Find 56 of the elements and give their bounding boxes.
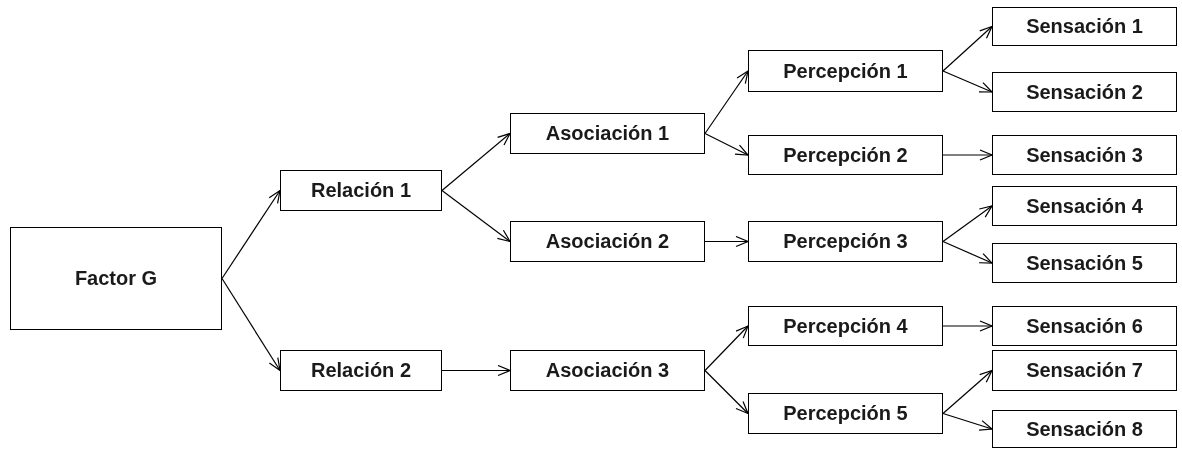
arrow [704,369,749,415]
arrow [942,369,993,415]
box-label: Percepción 5 [783,401,908,426]
box-label: Sensación 5 [1026,250,1143,276]
box-label: Percepción 1 [783,58,908,84]
process-box [510,350,705,391]
box-label: Sensación 8 [1026,416,1143,442]
box-label: Sensación 3 [1026,142,1143,168]
box-label: Sensación 7 [1026,358,1143,383]
process-box [280,170,442,211]
box-label: Asociación 2 [545,229,670,254]
box-label: Percepción 4 [783,313,908,339]
process-box [510,113,705,154]
arrow [942,149,993,161]
arrow [704,132,749,156]
process-box [992,410,1177,448]
process-box [992,243,1177,283]
arrow [221,189,281,280]
process-box [748,135,943,175]
box-label: Sensación 6 [1026,313,1143,339]
process-box [992,135,1177,175]
box-label: Relación 1 [310,178,411,203]
box-label: Asociación 1 [545,121,670,146]
process-box [748,221,943,262]
arrow [942,25,993,72]
process-box [748,50,943,92]
process-box [748,306,943,346]
process-box [992,306,1177,346]
arrow [441,189,511,243]
box-label: Sensación 4 [1026,193,1143,219]
arrow [942,70,993,93]
process-box [992,350,1177,391]
process-box [992,7,1177,46]
box-label: Asociación 3 [545,358,670,383]
process-box [992,186,1177,226]
box-label: Percepción 2 [783,142,908,168]
box-label: Sensación 2 [1026,79,1143,105]
arrow [441,132,511,192]
arrow [942,240,993,264]
arrow [942,205,993,243]
box-label: Relación 2 [310,358,411,383]
process-box [748,393,943,434]
box-label: Percepción 3 [783,229,908,254]
process-box [280,350,442,391]
process-box [10,227,222,330]
arrow [704,235,749,248]
arrow [221,277,281,372]
box-label: Sensación 1 [1026,14,1143,39]
arrow [942,320,993,332]
arrow [704,70,749,135]
process-box [992,72,1177,112]
box-label: Factor G [74,266,158,291]
arrow [441,364,511,377]
process-box [510,221,705,262]
arrow [942,412,993,431]
arrow [704,325,749,372]
